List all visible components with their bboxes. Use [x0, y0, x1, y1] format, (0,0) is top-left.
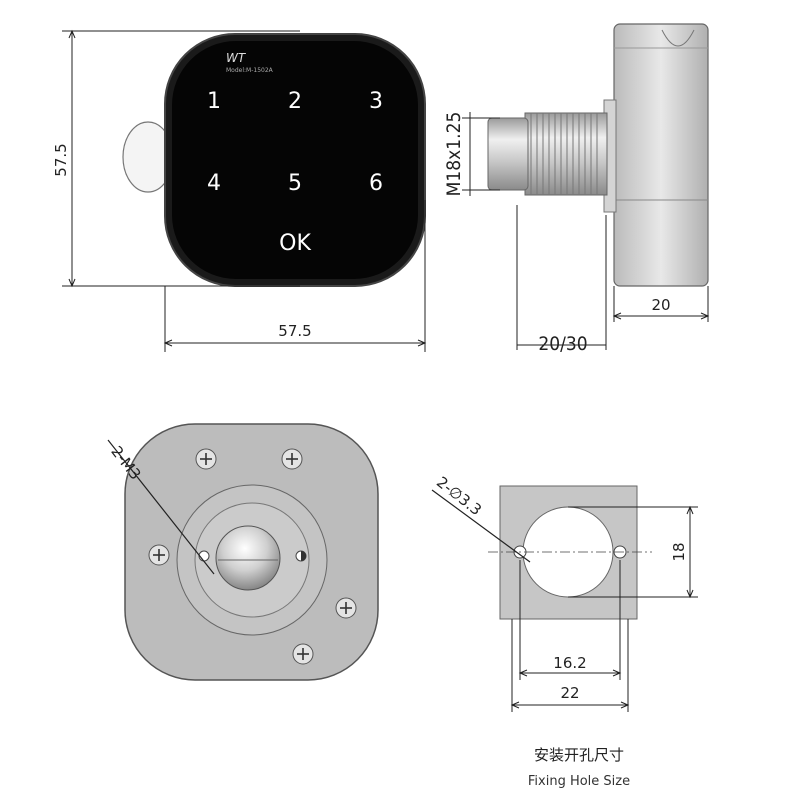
width-dimension: [163, 200, 427, 352]
front-view: WT Model:M-1502A 1 2 3 4 5 6 OK 57.5 57.…: [52, 29, 427, 352]
key-ok[interactable]: OK: [279, 231, 311, 256]
body-dim-label: 20: [651, 296, 670, 314]
key-2[interactable]: 2: [288, 89, 302, 114]
height-18-label: 18: [670, 542, 688, 561]
inner-dimension: [518, 560, 622, 680]
width-dim-label: 57.5: [278, 322, 311, 340]
outer-dim-label: 22: [560, 684, 579, 702]
threaded-shaft: [524, 112, 608, 196]
keypad-glass: [172, 41, 418, 279]
rear-view: 2-M3: [107, 423, 379, 681]
length-dim-label: 20/30: [538, 333, 587, 355]
height-dim-label: 57.5: [52, 143, 70, 176]
thread-lines: [530, 113, 598, 195]
inner-dim-label: 16.2: [553, 654, 586, 672]
side-view: M18x1.25 20/30 20: [443, 23, 710, 355]
key-5[interactable]: 5: [288, 171, 302, 196]
shaft-end: [487, 117, 529, 191]
key-3[interactable]: 3: [369, 89, 383, 114]
height-dimension: [62, 29, 300, 288]
rear-knob: [215, 525, 281, 591]
thread-label: M18x1.25: [443, 112, 465, 197]
length-dimension: [516, 205, 607, 350]
hole-leader: [431, 489, 531, 563]
key-6[interactable]: 6: [369, 171, 383, 196]
screw-icon: [281, 448, 303, 470]
height-18-dimension: [568, 505, 698, 599]
body-dimension: [612, 286, 710, 322]
key-4[interactable]: 4: [207, 171, 221, 196]
thread-dimension: [462, 112, 500, 196]
screw-icon: [195, 448, 217, 470]
key-1[interactable]: 1: [207, 89, 221, 114]
screw-icon: [335, 597, 357, 619]
hole-view: 2-∅3.3 18 16.2 22 安装开孔尺寸: [431, 473, 698, 789]
model-text: Model:M-1502A: [226, 67, 274, 74]
brand-logo: WT: [226, 51, 247, 65]
caption-chinese: 安装开孔尺寸: [534, 746, 624, 764]
caption-english: Fixing Hole Size: [528, 774, 630, 789]
outer-dimension: [510, 619, 630, 712]
screw-leader: [107, 439, 215, 575]
screw-icon: [292, 643, 314, 665]
screw-icon: [148, 544, 170, 566]
lock-body-side: [613, 23, 709, 287]
